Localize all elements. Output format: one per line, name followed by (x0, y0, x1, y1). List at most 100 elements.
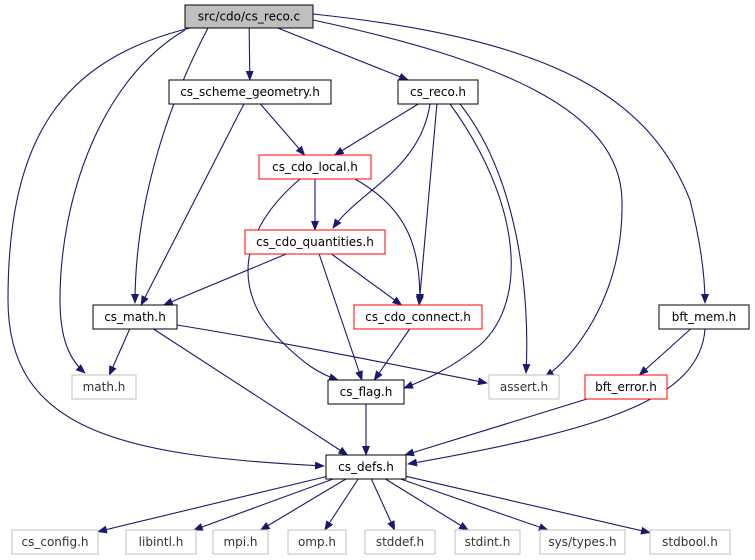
node-label: omp.h (298, 535, 336, 549)
edge-cs-reco-h-to-cs-cdo-quantities-h (332, 103, 431, 229)
node-bft-error-h[interactable]: bft_error.h (584, 374, 668, 400)
node-cs-config-h[interactable]: cs_config.h (11, 529, 99, 555)
node-omp-h[interactable]: omp.h (287, 529, 347, 555)
node-label: stdbool.h (662, 535, 718, 549)
edge-cs-cdo-quantities-h-to-cs-flag-h (318, 253, 363, 381)
node-label: math.h (83, 380, 126, 394)
node-label: cs_cdo_quantities.h (256, 235, 374, 249)
node-label: libintl.h (139, 535, 184, 549)
node-label: cs_math.h (104, 310, 166, 324)
edge-cs-cdo-quantities-h-to-cs-math-h (162, 253, 287, 306)
node-label: mpi.h (223, 535, 257, 549)
node-label: cs_cdo_local.h (272, 160, 358, 174)
edge-cs-reco-c-to-cs-reco-h (277, 27, 409, 81)
node-math-h[interactable]: math.h (71, 374, 137, 400)
node-box (488, 374, 560, 400)
edge-cs-math-h-to-cs-defs-h (153, 328, 349, 456)
node-cs-cdo-local-h[interactable]: cs_cdo_local.h (258, 154, 372, 180)
node-box (71, 374, 137, 400)
node-label: cs_defs.h (338, 460, 394, 474)
node-box (353, 304, 483, 330)
node-box (584, 374, 668, 400)
node-cs-scheme-geometry-h[interactable]: cs_scheme_geometry.h (168, 79, 332, 105)
node-bft-mem-h[interactable]: bft_mem.h (658, 304, 750, 330)
edge-cs-reco-h-to-cs-cdo-connect-h (415, 103, 438, 306)
node-label: stdint.h (465, 535, 511, 549)
edge-bft-mem-h-to-cs-defs-h (407, 328, 706, 467)
edge-cs-reco-h-to-cs-cdo-local-h (333, 103, 419, 156)
node-box (649, 529, 731, 555)
node-box (327, 379, 405, 405)
node-box (212, 529, 269, 555)
edge-bft-mem-h-to-bft-error-h (638, 328, 691, 376)
edge-cs-cdo-local-h-to-cs-flag-h (247, 178, 339, 381)
node-cs-cdo-connect-h[interactable]: cs_cdo_connect.h (353, 304, 483, 330)
node-box (325, 454, 407, 480)
node-box (258, 154, 372, 180)
node-label: bft_mem.h (672, 310, 737, 324)
edge-bft-error-h-to-cs-defs-h (404, 398, 588, 457)
edge-cs-cdo-connect-h-to-cs-flag-h (373, 328, 411, 381)
edge-cs-defs-h-to-stdbool-h (405, 475, 651, 535)
node-label: cs_scheme_geometry.h (180, 85, 320, 99)
node-label: cs_config.h (22, 535, 89, 549)
node-label: assert.h (500, 380, 548, 394)
node-assert-h[interactable]: assert.h (488, 374, 560, 400)
node-box (125, 529, 197, 555)
edge-cs-defs-h-to-libintl-h (192, 478, 334, 531)
node-cs-reco-h[interactable]: cs_reco.h (397, 79, 479, 105)
node-cs-math-h[interactable]: cs_math.h (92, 304, 178, 330)
edge-cs-reco-c-to-cs-scheme-geometry-h (245, 27, 254, 81)
node-label: cs_flag.h (340, 385, 393, 399)
node-box (287, 529, 347, 555)
node-box (11, 529, 99, 555)
node-box (184, 4, 314, 29)
node-box (658, 304, 750, 330)
node-box (539, 529, 626, 555)
node-box (397, 79, 479, 105)
node-sys-types-h[interactable]: sys/types.h (539, 529, 626, 555)
edge-cs-reco-c-to-cs-defs-h (7, 27, 325, 470)
node-label: stddef.h (376, 535, 424, 549)
edge-cs-defs-h-to-omp-h (324, 478, 359, 531)
node-box (454, 529, 521, 555)
edge-cs-cdo-local-h-to-cs-cdo-connect-h (354, 178, 424, 304)
node-box (168, 79, 332, 105)
edge-cs-defs-h-to-cs-config-h (97, 476, 327, 534)
node-box (92, 304, 178, 330)
edge-cs-reco-c-to-bft-mem-h (312, 13, 709, 304)
node-cs-flag-h[interactable]: cs_flag.h (327, 379, 405, 405)
edge-cs-scheme-geometry-h-to-cs-cdo-local-h (259, 103, 306, 156)
node-cs-reco-c[interactable]: src/cdo/cs_reco.c (184, 4, 314, 29)
node-mpi-h[interactable]: mpi.h (212, 529, 269, 555)
node-cs-cdo-quantities-h[interactable]: cs_cdo_quantities.h (244, 229, 386, 255)
node-label: cs_cdo_connect.h (365, 310, 471, 324)
edge-cs-reco-h-to-cs-flag-h (403, 103, 512, 389)
edge-cs-reco-c-to-cs-math-h (131, 27, 209, 304)
node-label: src/cdo/cs_reco.c (198, 10, 300, 24)
edge-layer (7, 13, 709, 535)
node-stdint-h[interactable]: stdint.h (454, 529, 521, 555)
node-label: bft_error.h (595, 380, 657, 394)
edge-cs-math-h-to-assert-h (176, 324, 488, 386)
node-box (364, 529, 436, 555)
node-box (244, 229, 386, 255)
edge-cs-reco-h-to-assert-h (459, 103, 531, 374)
node-stdbool-h[interactable]: stdbool.h (649, 529, 731, 555)
edge-cs-cdo-quantities-h-to-cs-cdo-connect-h (331, 253, 403, 306)
node-layer: src/cdo/cs_reco.c cs_scheme_geometry.h cs_… (11, 4, 750, 555)
node-cs-defs-h[interactable]: cs_defs.h (325, 454, 407, 480)
edge-cs-defs-h-to-stdint-h (385, 478, 469, 531)
edge-cs-defs-h-to-sys-types-h (400, 478, 549, 531)
edge-cs-defs-h-to-stddef-h (370, 478, 396, 531)
edge-cs-reco-c-to-math-h (59, 29, 186, 374)
node-libintl-h[interactable]: libintl.h (125, 529, 197, 555)
edge-cs-reco-c-to-assert-h (312, 19, 623, 378)
edge-cs-defs-h-to-mpi-h (259, 478, 347, 531)
edge-cs-scheme-geometry-h-to-cs-math-h (140, 103, 245, 306)
node-label: cs_reco.h (410, 85, 466, 99)
node-stddef-h[interactable]: stddef.h (364, 529, 436, 555)
node-label: sys/types.h (548, 535, 616, 549)
edge-cs-math-h-to-math-h (108, 328, 131, 376)
